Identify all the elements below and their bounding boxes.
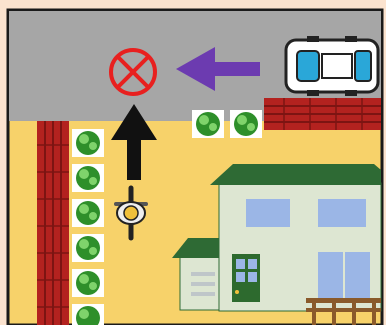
bush-icon (72, 234, 104, 262)
house-window-large (318, 252, 370, 302)
bush-icon (72, 129, 104, 157)
brick-wall-top (264, 98, 381, 130)
car-icon (286, 36, 378, 96)
front-door (232, 254, 260, 302)
bush-icon (192, 110, 224, 138)
brick-wall-left (37, 121, 69, 325)
annex-vent (191, 272, 215, 296)
house-roof (210, 164, 381, 185)
bush-icon (72, 199, 104, 227)
house-window (318, 199, 366, 227)
house-window (246, 199, 290, 227)
bush-icon (72, 164, 104, 192)
bush-icon (230, 110, 262, 138)
bush-icon (72, 304, 104, 325)
bush-icon (72, 269, 104, 297)
